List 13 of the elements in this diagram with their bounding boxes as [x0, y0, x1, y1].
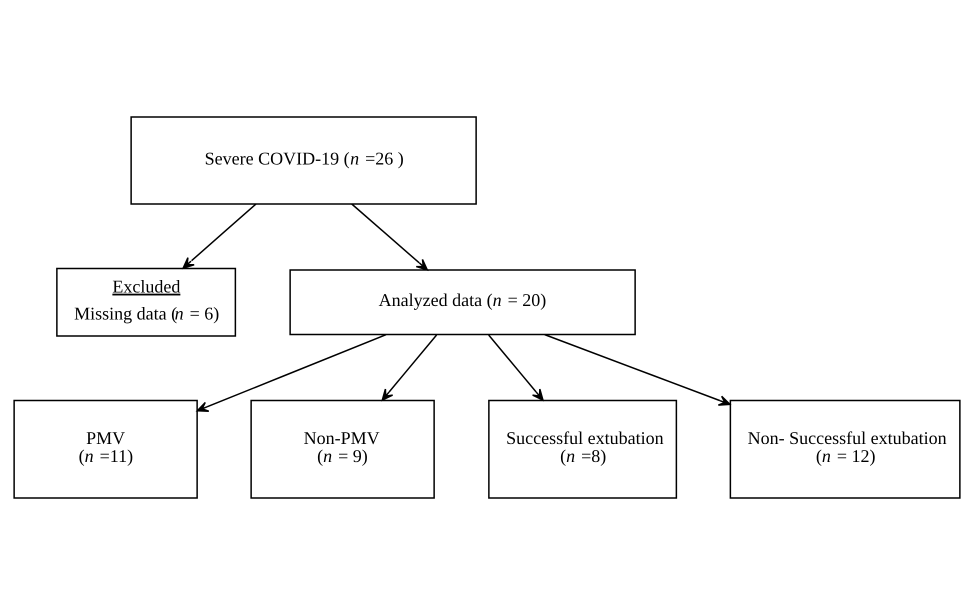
- node-box: Analyzed data (n = 20): [289, 268, 636, 335]
- node-box: Excluded Missing data (n = 6): [56, 267, 236, 336]
- node-box: Severe COVID-19 (n =26 ): [130, 116, 477, 204]
- node-box: PMV (n =11): [13, 399, 198, 498]
- arrow: [182, 202, 256, 268]
- node-box: Non-PMV (n = 9): [250, 399, 435, 498]
- arrow: [488, 334, 544, 400]
- arrow: [196, 333, 386, 412]
- arrow: [382, 334, 438, 400]
- node-box: Non- Successful extubation (n = 12): [730, 399, 961, 498]
- node-box: Successful extubation (n =8): [488, 399, 678, 498]
- arrow: [544, 333, 731, 406]
- arrow: [351, 202, 428, 270]
